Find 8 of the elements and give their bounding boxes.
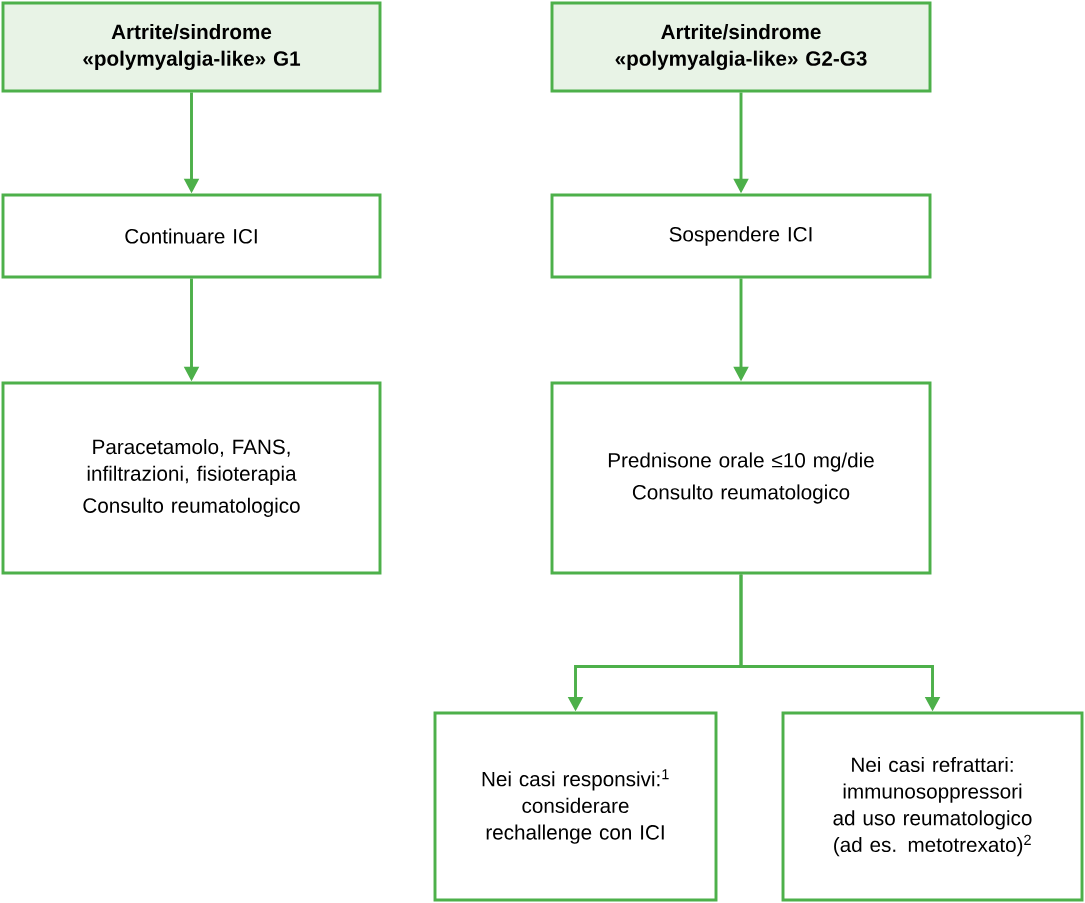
process-box: Continuare ICI: [1, 193, 382, 279]
process-box: Sospendere ICI: [550, 193, 932, 279]
process-box: Nei casi refrattari: immunosoppressori ad uso reumatologico (ad es. metotrexato)$^{2}$: [781, 711, 1084, 902]
process-box: Nei casi responsivi:$^{1}$ considerare rechallenge con ICI: [433, 711, 718, 902]
header-box: Artrite/sindrome «polymyalgia-like» G1: [1, 1, 382, 93]
process-box: Paracetamolo, FANS, infiltrazioni, fisioterapia Consulto reumatologico: [1, 381, 382, 575]
header-box: Artrite/sindrome «polymyalgia-like» G2-G3: [550, 1, 932, 93]
process-box: Prednisone orale ≤10 mg/die Consulto reumatologico: [550, 381, 932, 575]
